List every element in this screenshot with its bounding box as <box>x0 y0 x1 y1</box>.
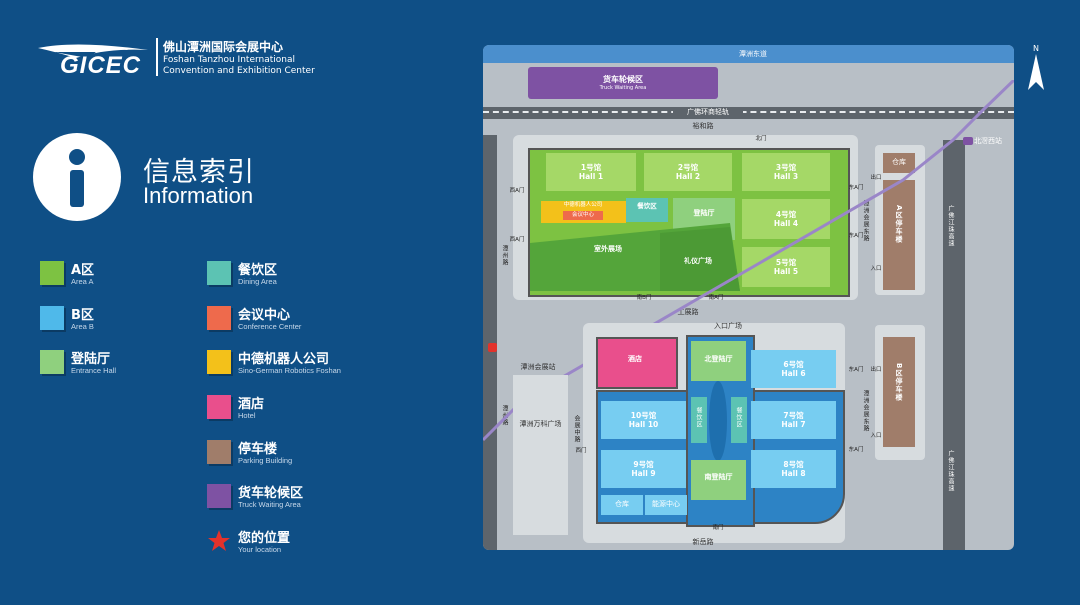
legend-item-robotics: 中德机器人公司 Sino-German Robotics Foshan <box>207 348 347 382</box>
legend-swatch <box>40 306 64 330</box>
outdoor-plaza-shape <box>530 223 740 291</box>
energy-center[interactable] <box>645 495 687 515</box>
dining-area-b-left[interactable] <box>691 397 707 443</box>
water-feature <box>709 381 727 461</box>
logo-name-en-1: Foshan Tanzhou International <box>163 55 296 65</box>
legend-item-entrance-hall: 登陆厅 Entrance Hall <box>40 348 180 382</box>
legend-swatch <box>40 350 64 374</box>
logo-wing-icon <box>38 44 148 58</box>
info-icon <box>33 133 121 221</box>
north-label: N <box>1033 44 1039 53</box>
legend-swatch <box>207 350 231 374</box>
legend-item-dining: 餐饮区 Dining Area <box>207 259 347 293</box>
parking-a[interactable] <box>883 180 915 290</box>
legend-swatch <box>207 395 231 419</box>
metro-icon <box>963 137 973 145</box>
legend-item-truck: 货车轮候区 Truck Waiting Area <box>207 482 347 516</box>
legend-item-area-b: B区 Area B <box>40 304 180 338</box>
rail-line <box>483 107 1014 119</box>
logo-name-cn: 佛山潭洲国际会展中心 <box>163 40 284 54</box>
logo-mark: GICEC <box>60 52 142 79</box>
dining-area-a[interactable] <box>626 198 668 222</box>
logo-divider <box>156 38 158 76</box>
logo-name-en-2: Convention and Exhibition Center <box>163 66 315 76</box>
dining-area-b-right[interactable] <box>731 397 747 443</box>
star-icon <box>208 530 230 551</box>
truck-waiting-area[interactable] <box>528 67 718 99</box>
legend-swatch <box>207 440 231 464</box>
road-left <box>483 135 497 550</box>
legend-item-parking: 停车楼 Parking Building <box>207 438 347 472</box>
legend-swatch <box>207 261 231 285</box>
legend-swatch <box>207 484 231 508</box>
road-top <box>483 45 1014 63</box>
hotel[interactable] <box>596 337 678 389</box>
info-subtitle: Information <box>143 183 254 208</box>
legend-swatch <box>40 261 64 285</box>
north-entrance-hall[interactable] <box>691 341 746 381</box>
north-arrow-icon <box>1028 54 1044 90</box>
conference-center[interactable] <box>563 211 603 220</box>
legend-item-area-a: A区 Area A <box>40 259 180 293</box>
road-right <box>943 140 965 550</box>
site-map[interactable]: 潭洲东道 货车轮候区 Truck Waiting Area 广佛环商轻轨 裕和路… <box>483 45 1014 550</box>
info-title: 信息索引 <box>143 157 255 188</box>
legend-item-your-location: 您的位置 Your location <box>207 527 347 561</box>
legend-item-conference: 会议中心 Conference Center <box>207 304 347 338</box>
legend-item-hotel: 酒店 Hotel <box>207 393 347 427</box>
south-entrance-hall[interactable] <box>691 460 746 500</box>
legend-swatch <box>207 306 231 330</box>
parking-b[interactable] <box>883 337 915 447</box>
warehouse-b[interactable] <box>601 495 643 515</box>
warehouse-a[interactable] <box>883 153 915 173</box>
station-marker-icon <box>488 343 497 352</box>
